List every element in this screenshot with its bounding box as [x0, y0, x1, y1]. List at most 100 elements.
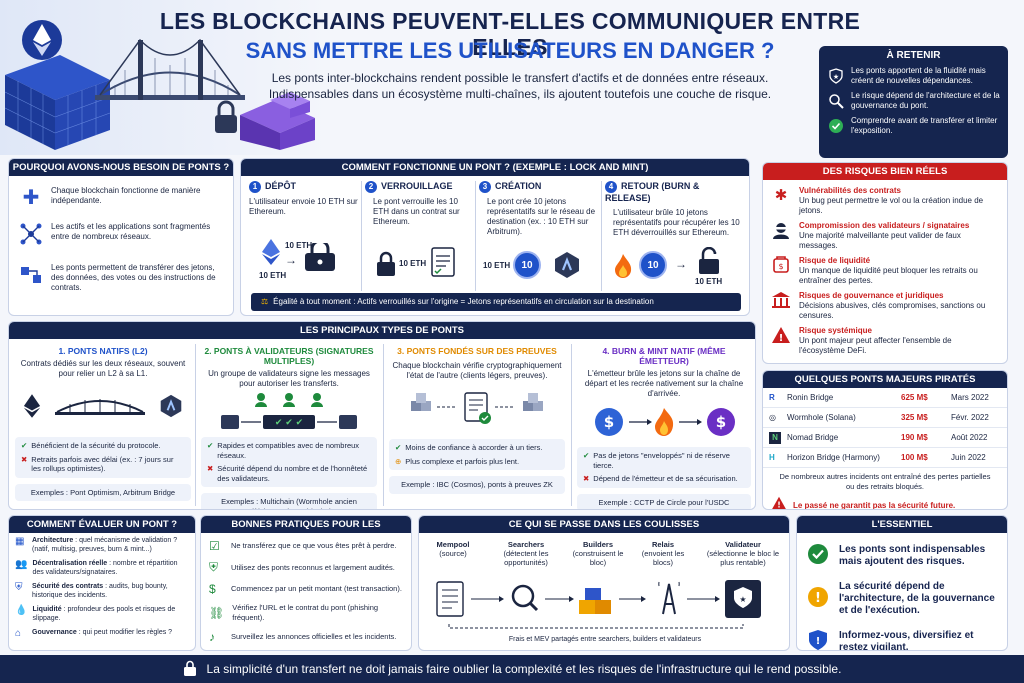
- check-icon: ✔: [207, 441, 214, 450]
- actor-name: Relais: [651, 540, 675, 549]
- arbitrum-logo-icon: [159, 394, 183, 423]
- footer-text: La simplicité d'un transfert ne doit jam…: [206, 662, 842, 676]
- courthouse-icon: [771, 291, 791, 314]
- pourquoi-text: Les actifs et les applications sont frag…: [51, 222, 211, 241]
- footer-banner: La simplicité d'un transfert ne doit jam…: [0, 655, 1024, 683]
- step-title: DÉPÔT: [265, 181, 297, 191]
- retenir-box: À RETENIR ★ Les ponts apportent de la fl…: [819, 46, 1008, 158]
- svg-text:!: !: [779, 333, 784, 344]
- type-con: Sécurité dépend du nombre et de l'honnêt…: [217, 464, 368, 483]
- pratique-text: Utilisez des ponts reconnus et largement…: [231, 562, 395, 572]
- shield-star-icon: ★: [827, 67, 845, 85]
- pourquoi-text: Les ponts permettent de transférer des j…: [51, 263, 216, 292]
- fire-icon: [613, 253, 633, 284]
- type-proscons: ✔Rapides et compatibles avec de nombreux…: [201, 437, 377, 487]
- hack-name: Ronin Bridge: [787, 393, 834, 402]
- bridge-structure: [95, 38, 245, 100]
- svg-text:★: ★: [833, 73, 839, 81]
- type-con: Dépend de l'émetteur et de sa sécurisati…: [593, 474, 738, 483]
- type-pro: Bénéficient de la sécurité du protocole.: [31, 441, 161, 450]
- drop-icon: 💧: [15, 605, 28, 616]
- svg-text:$: $: [778, 262, 783, 271]
- essentiel-item: Les ponts sont indispensables mais ajout…: [807, 543, 997, 569]
- arrow-right-icon: →: [285, 253, 297, 267]
- pratique-text: Surveillez les annonces officielles et l…: [231, 632, 397, 641]
- actor-relais: Relais(envoient les blocs): [635, 540, 691, 567]
- pratique-text: Commencez par un petit montant (test tra…: [231, 584, 402, 593]
- pratique-text: Vérifiez l'URL et le contrat du pont (ph…: [232, 603, 379, 622]
- hack-date: Févr. 2022: [951, 413, 989, 422]
- types-title: LES PRINCIPAUX TYPES DE PONTS: [9, 322, 755, 339]
- risk-text: Un pont majeur peut affecter l'ensemble …: [799, 336, 952, 355]
- ronin-logo-icon: R: [769, 393, 775, 402]
- retenir-text: Le risque dépend de l'architecture et de…: [851, 91, 1000, 110]
- type-title: 4. BURN & MINT NATIF (MÊME ÉMETTEUR): [602, 346, 726, 366]
- risk-title: Risque de liquidité: [799, 256, 871, 265]
- pourquoi-title: POURQUOI AVONS-NOUS BESOIN DE PONTS ?: [9, 159, 233, 176]
- check-circle-icon: [827, 117, 845, 135]
- data-blocks-icon: [19, 263, 43, 292]
- step-number: 4: [605, 181, 617, 193]
- type-pro: Rapides et compatibles avec de nombreux …: [217, 441, 360, 460]
- hack-name: Wormhole (Solana): [787, 413, 856, 422]
- type-example: Exemples : Multichain (Wormhole ancien m…: [201, 493, 377, 509]
- amount-label: 10 ETH: [399, 259, 427, 268]
- pourquoi-item: ✚ Chaque blockchain fonctionne de manièr…: [19, 186, 223, 210]
- risk-title: Compromission des validateurs / signatai…: [799, 221, 970, 230]
- hack-row: ◎ Wormhole (Solana) 325 M$ Févr. 2022: [763, 408, 1007, 428]
- evaluer-key: Sécurité des contrats: [32, 583, 104, 590]
- pratique-item: ☑ Ne transférez que ce que vous êtes prêt…: [209, 539, 403, 553]
- risk-title: Risques de gouvernance et juridiques: [799, 291, 944, 300]
- actor-builders: Builders(construisent le bloc): [567, 540, 629, 567]
- check-box-icon: ☑: [209, 539, 220, 553]
- pratique-item: $Commencez par un petit montant (test tr…: [209, 582, 403, 596]
- type-proscons: ✔Bénéficient de la sécurité du protocole…: [15, 437, 191, 478]
- type-title: 2. PONTS À VALIDATEURS (SIGNATURES MULTI…: [204, 346, 374, 366]
- right-chain-blocks: [240, 92, 315, 150]
- evaluer-key: Gouvernance: [32, 629, 77, 636]
- coulisses-title: CE QUI SE PASSE DANS LES COULISSES: [419, 516, 789, 533]
- check-icon: ✔: [583, 451, 590, 460]
- page-subtitle: SANS METTRE LES UTILISATEURS EN DANGER ?: [245, 38, 775, 63]
- pratique-text: Ne transférez que ce que vous êtes prêt …: [231, 541, 397, 550]
- svg-text:!: !: [816, 636, 821, 647]
- padlock-icon: [375, 251, 397, 282]
- essentiel-text: Informez-vous, diversifiez et restez vig…: [839, 630, 974, 651]
- evaluer-item: 💧Liquidité : profondeur des pools et ris…: [15, 605, 189, 623]
- puzzle-icon: ✚: [22, 187, 40, 209]
- ethereum-icon: [261, 239, 281, 265]
- risk-item: Compromission des validateurs / signatai…: [771, 221, 999, 251]
- hack-row: R Ronin Bridge 625 M$ Mars 2022: [763, 388, 1007, 408]
- type-title: 3. PONTS FONDÉS SUR DES PREUVES: [397, 346, 557, 356]
- people-icon: 👥: [15, 559, 28, 570]
- wallet-lock-icon: [303, 239, 337, 278]
- hack-date: Juin 2022: [951, 453, 986, 462]
- equality-text: Égalité à tout moment : Actifs verrouill…: [273, 297, 654, 306]
- evaluer-panel: COMMENT ÉVALUER UN PONT ? ▦Architecture …: [8, 515, 196, 651]
- actor-name: Searchers: [507, 540, 545, 549]
- cross-icon: ⊕: [395, 456, 402, 466]
- warning-triangle-icon: !: [771, 496, 787, 509]
- actor-name: Validateur: [725, 540, 761, 549]
- link-icon: ⛓: [209, 606, 225, 620]
- ethereum-logo-icon: [22, 20, 62, 60]
- evaluer-value: : quel mécanisme de validation ? (natif,…: [32, 537, 178, 553]
- retenir-item: Comprendre avant de transférer et limite…: [827, 116, 1000, 136]
- amount-label: 10 ETH: [695, 277, 723, 286]
- shield-check-icon: ⛨: [209, 560, 219, 574]
- mev-flow-diagram: ★: [436, 580, 761, 629]
- evaluer-key: Architecture: [32, 537, 74, 544]
- pourquoi-item: Les ponts permettent de transférer des j…: [19, 263, 223, 293]
- type-proscons: ✔Moins de confiance à accorder à un tier…: [389, 439, 565, 470]
- hack-row: N Nomad Bridge 190 M$ Août 2022: [763, 428, 1007, 448]
- hacker-icon: [771, 221, 791, 244]
- fonctionnement-panel: COMMENT FONCTIONNE UN PONT ? (EXEMPLE : …: [240, 158, 750, 316]
- essentiel-title: L'ESSENTIEL: [797, 516, 1007, 533]
- warning-circle-icon: !: [807, 586, 829, 612]
- risk-text: Un bug peut permettre le vol ou la créat…: [799, 196, 984, 215]
- hack-amount: 325 M$: [901, 413, 928, 422]
